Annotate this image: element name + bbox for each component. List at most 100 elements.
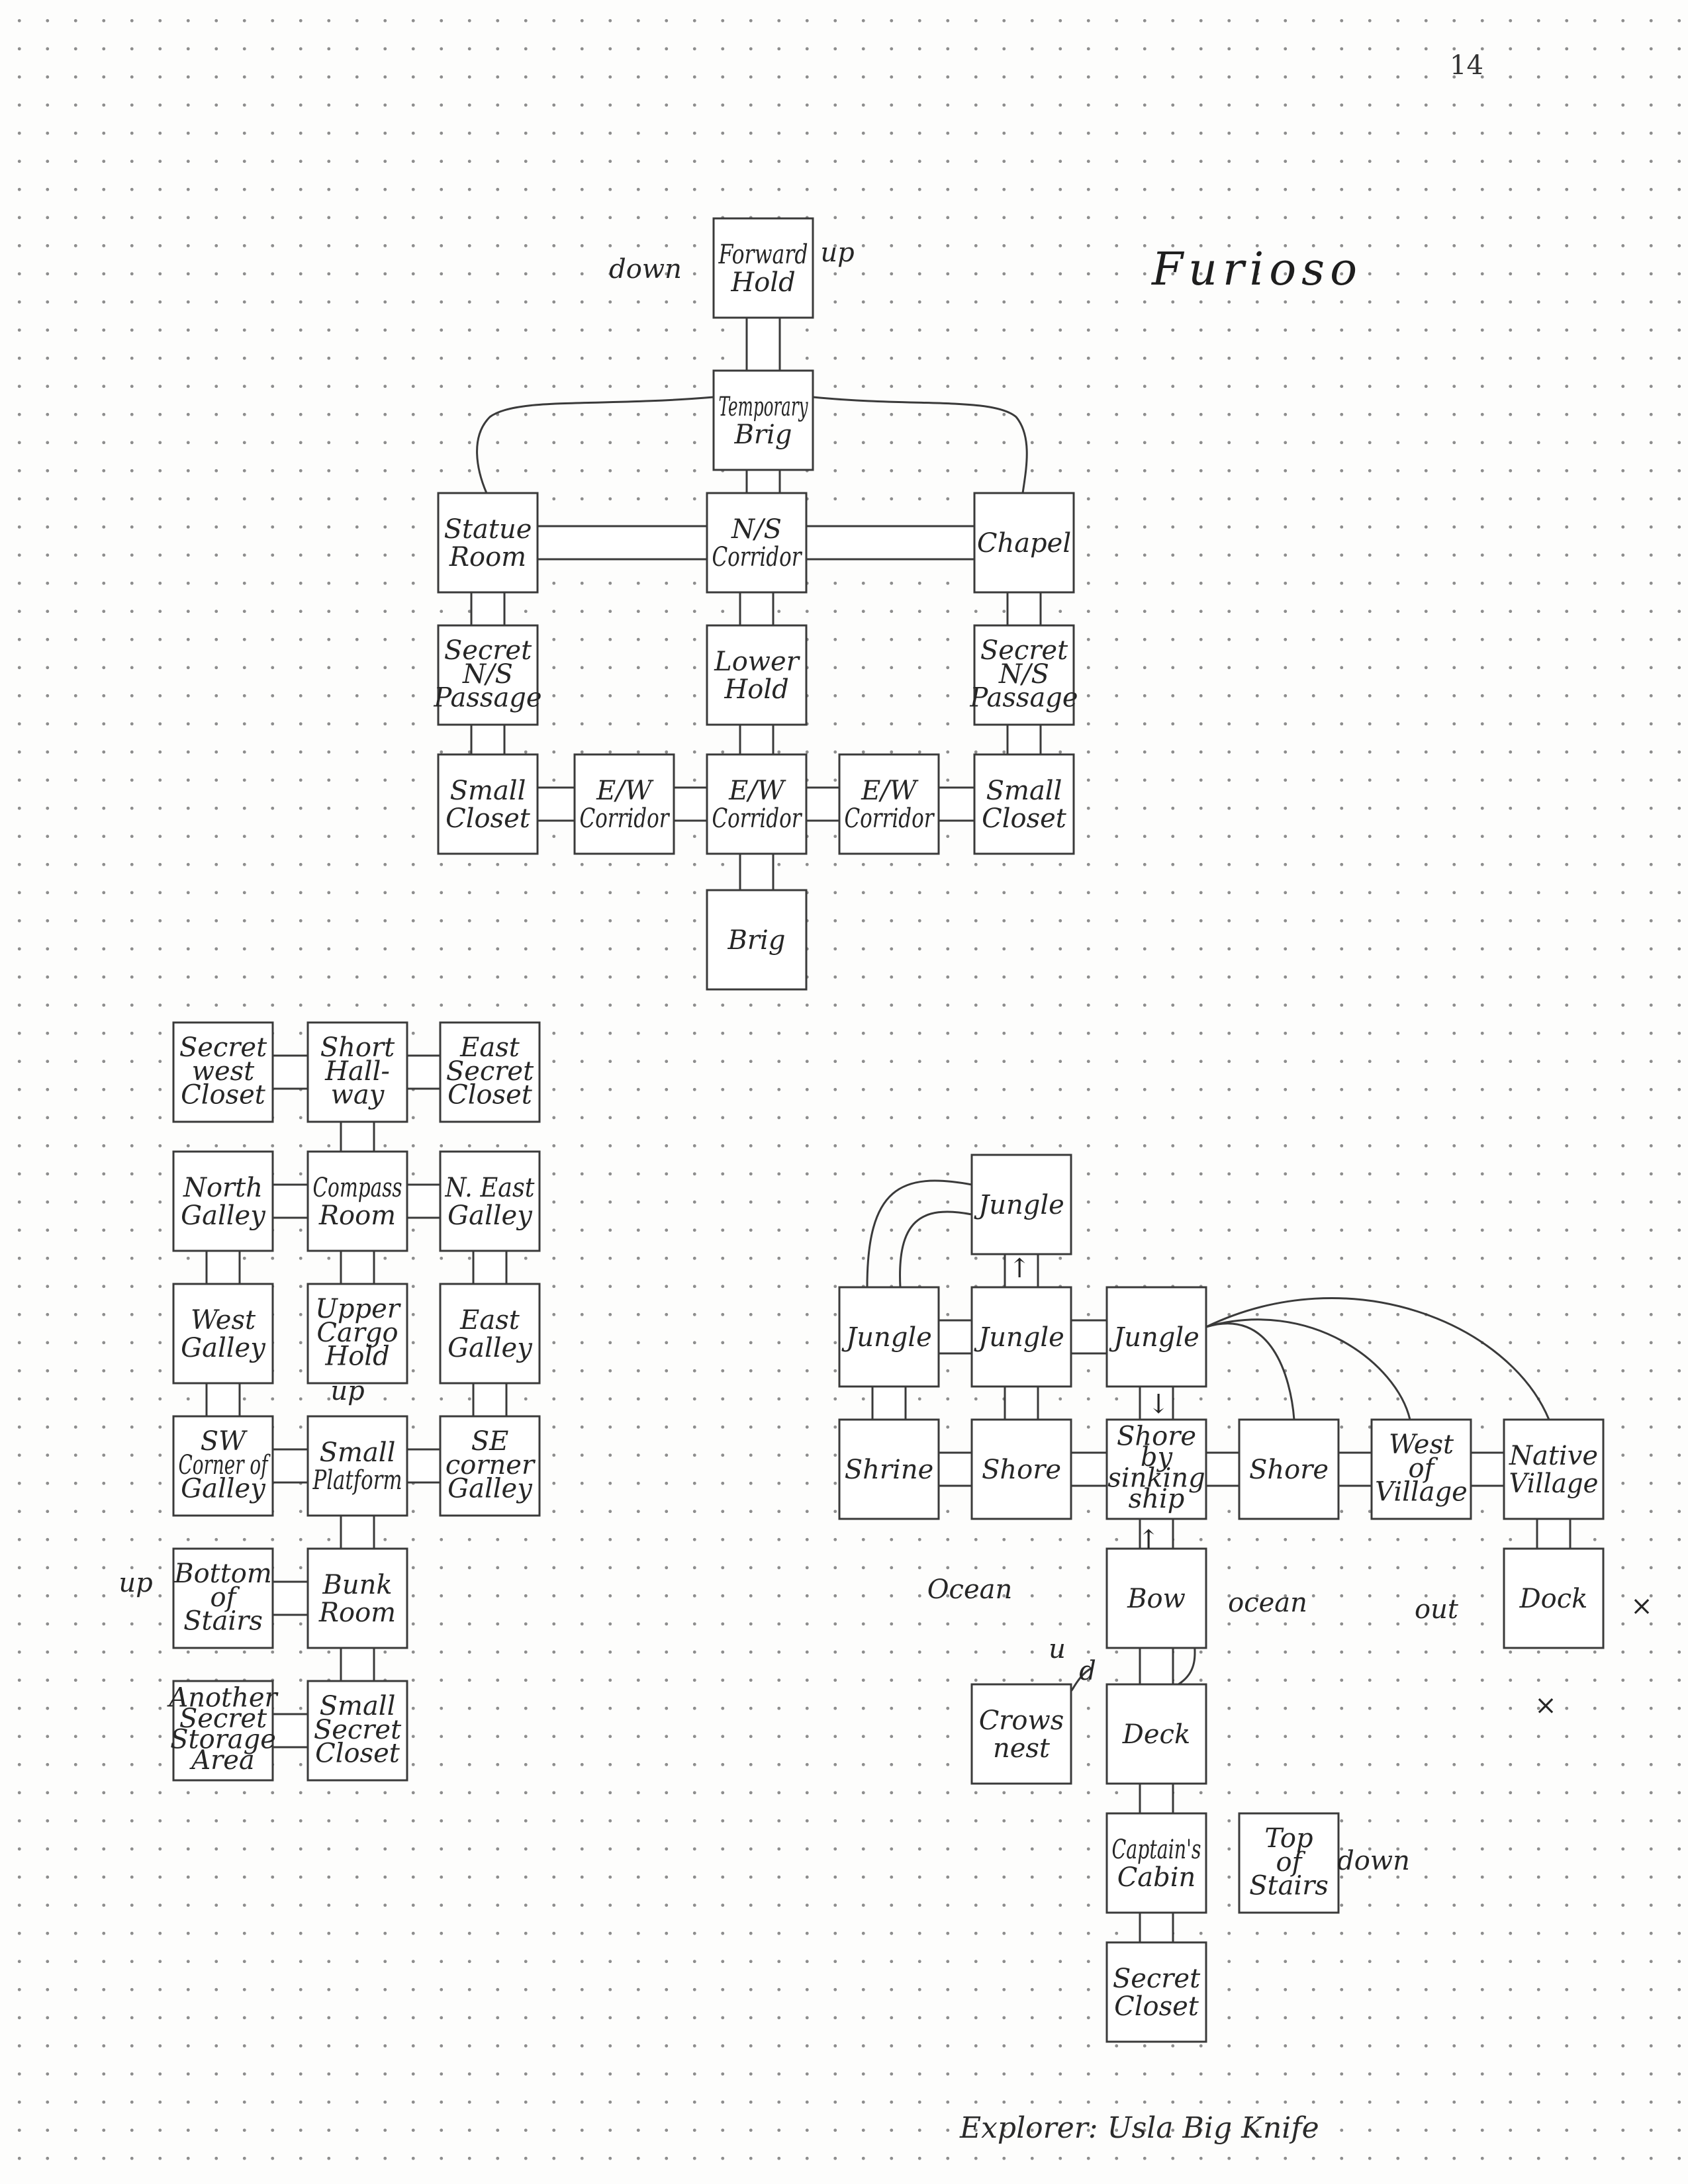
connection-statue_room-ns_corridor xyxy=(534,525,711,561)
connection-ne_galley-east_galley xyxy=(472,1247,508,1288)
room-jungle-e: Jungle xyxy=(1105,1286,1207,1388)
room-connections xyxy=(205,314,1571,1946)
room-label-line: Closet xyxy=(1114,1991,1199,2022)
room-label-line: Compass xyxy=(313,1173,402,1203)
room-label-line: Secret xyxy=(1113,1964,1201,1994)
room-box xyxy=(1370,1418,1472,1520)
note-stairs-up: up xyxy=(118,1568,152,1598)
room-label-line: SE xyxy=(471,1426,509,1457)
room-label-line: Forward xyxy=(718,240,808,270)
room-label-line: ship xyxy=(1129,1484,1185,1514)
note-bow-u: u xyxy=(1049,1634,1066,1664)
connection-ew_corridor_e-small_closet_e xyxy=(935,786,978,822)
room-box xyxy=(172,1150,274,1252)
room-label-line: Bow xyxy=(1127,1584,1186,1614)
connection-jungle_w-jungle_c xyxy=(935,1319,976,1355)
connection-captains_cabin-secret_closet xyxy=(1139,1909,1174,1946)
room-dock: Dock xyxy=(1503,1547,1605,1649)
room-label-line: N/S xyxy=(998,659,1049,690)
room-label-line: North xyxy=(183,1173,263,1203)
room-label-line: Dock xyxy=(1519,1584,1588,1614)
room-chapel: Chapel xyxy=(973,492,1075,594)
room-box xyxy=(172,1547,274,1649)
room-label-line: sinking xyxy=(1107,1463,1205,1493)
room-label-line: Storage xyxy=(170,1724,276,1754)
room-label-line: SW xyxy=(201,1426,248,1457)
room-box xyxy=(973,492,1075,594)
room-label-line: Hold xyxy=(730,267,795,298)
connection-bunk_room-small_secret_closet xyxy=(340,1644,375,1685)
note-top-stairs-down: down xyxy=(1337,1846,1410,1876)
room-label-line: Secret xyxy=(179,1704,267,1734)
room-label-line: Stairs xyxy=(1249,1871,1329,1901)
room-label-line: West xyxy=(191,1305,256,1336)
connection-bow-deck xyxy=(1139,1644,1174,1688)
connection-ew_corridor_w-ew_corridor_c xyxy=(670,786,711,822)
room-label-line: Secret xyxy=(179,1032,267,1063)
room-label-line: Corridor xyxy=(712,803,803,834)
room-shrine: Shrine xyxy=(838,1418,940,1520)
connection-small_closet_w-ew_corridor_w xyxy=(534,786,579,822)
room-label-line: Upper xyxy=(315,1294,402,1324)
room-box xyxy=(437,624,539,726)
room-label-line: Passage xyxy=(433,683,541,713)
connection-shore_w-shore_sinking_ship xyxy=(1067,1451,1111,1487)
room-box xyxy=(838,1286,940,1388)
passage-curve xyxy=(1205,1322,1295,1420)
note-cargo-up: up xyxy=(330,1376,364,1406)
room-label-line: Small xyxy=(450,776,526,806)
room-label-line: Village xyxy=(1375,1477,1468,1508)
room-box xyxy=(1238,1812,1340,1914)
connection-jungle_c-shore_w xyxy=(1004,1383,1039,1424)
note-dock-x-east: × xyxy=(1630,1591,1653,1621)
room-label-line: Closet xyxy=(445,803,531,834)
room-label-line: Room xyxy=(318,1201,396,1231)
room-label-line: nest xyxy=(993,1733,1051,1764)
arrow-down-shore-icon: ↓ xyxy=(1147,1389,1170,1420)
room-label-line: Hold xyxy=(724,674,788,705)
room-box xyxy=(439,1415,541,1517)
room-deck: Deck xyxy=(1105,1683,1207,1785)
passage-curve xyxy=(812,396,1028,494)
connection-shore_sinking_ship-shore_e xyxy=(1202,1451,1243,1487)
room-label-line: Galley xyxy=(181,1474,266,1504)
room-box xyxy=(573,753,675,855)
room-label-line: Captain's xyxy=(1112,1835,1201,1865)
room-box xyxy=(706,624,808,726)
room-label-line: Small xyxy=(320,1691,396,1721)
passage-curve xyxy=(866,1179,972,1288)
room-box xyxy=(439,1150,541,1252)
room-label-line: Statue xyxy=(444,514,532,545)
room-label-line: Deck xyxy=(1122,1719,1190,1750)
connection-short_hallway-compass_room xyxy=(340,1118,375,1156)
room-box xyxy=(172,1680,274,1782)
room-box xyxy=(1105,1683,1207,1785)
connection-secret_west_closet-short_hallway xyxy=(269,1054,312,1090)
page-title: Furioso xyxy=(1150,244,1362,296)
room-box xyxy=(973,624,1075,726)
room-label-line: Stairs xyxy=(183,1606,263,1637)
room-label-line: Corridor xyxy=(580,803,671,834)
room-box xyxy=(1238,1418,1340,1520)
room-box xyxy=(1105,1547,1207,1649)
connection-temporary_brig-ns_corridor xyxy=(745,466,781,497)
room-box xyxy=(712,217,814,319)
room-label-line: Galley xyxy=(181,1333,266,1363)
room-box xyxy=(306,1021,408,1123)
connection-compass_room-ne_galley xyxy=(403,1183,444,1219)
room-label-line: of xyxy=(1409,1453,1438,1484)
room-jungle-w: Jungle xyxy=(838,1286,940,1388)
room-label-line: Shore xyxy=(982,1455,1061,1485)
